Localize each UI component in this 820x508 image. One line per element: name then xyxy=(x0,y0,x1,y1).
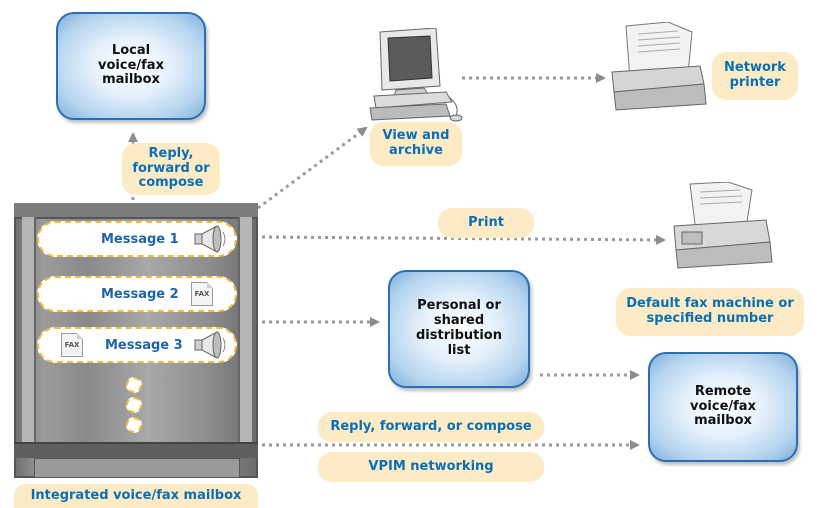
speaker-icon xyxy=(194,225,226,253)
remote-mailbox-box: Remote voice/fax mailbox xyxy=(648,352,798,462)
view-and-archive-pill: View and archive xyxy=(370,122,462,166)
message-3[interactable]: FAX Message 3 xyxy=(37,327,237,363)
reply-forward-compose-pill: Reply, forward or compose xyxy=(122,143,220,195)
fax-document-icon: FAX xyxy=(61,333,83,357)
local-mailbox-box: Local voice/fax mailbox xyxy=(56,12,206,120)
more-messages-dot xyxy=(126,417,142,433)
fax-document-icon: FAX xyxy=(191,282,213,306)
more-messages-dot xyxy=(126,397,142,413)
network-printer-pill: Network printer xyxy=(712,52,798,100)
message-3-label: Message 3 xyxy=(105,337,183,353)
message-2-label: Message 2 xyxy=(101,286,179,302)
message-2[interactable]: Message 2 FAX xyxy=(37,276,237,312)
distribution-list-label: Personal or shared distribution list xyxy=(416,298,502,358)
message-1[interactable]: Message 1 xyxy=(37,221,237,257)
reply-forward-compose-networked-pill: Reply, forward, or compose xyxy=(318,412,544,442)
distribution-list-box: Personal or shared distribution list xyxy=(388,270,530,388)
message-1-label: Message 1 xyxy=(101,231,179,247)
more-messages-dot xyxy=(126,377,142,393)
speaker-icon xyxy=(194,331,226,359)
printer-icon xyxy=(611,22,707,111)
computer-icon xyxy=(369,28,463,122)
default-fax-pill: Default fax machine or specified number xyxy=(616,288,804,336)
local-mailbox-label: Local voice/fax mailbox xyxy=(98,42,164,88)
vpim-networking-pill: VPIM networking xyxy=(318,452,544,482)
fax-machine-icon xyxy=(673,182,773,269)
arrow-to-computer xyxy=(257,126,368,210)
remote-mailbox-label: Remote voice/fax mailbox xyxy=(690,383,756,429)
print-pill: Print xyxy=(438,208,534,238)
integrated-mailbox-label: Integrated voice/fax mailbox xyxy=(14,484,258,508)
